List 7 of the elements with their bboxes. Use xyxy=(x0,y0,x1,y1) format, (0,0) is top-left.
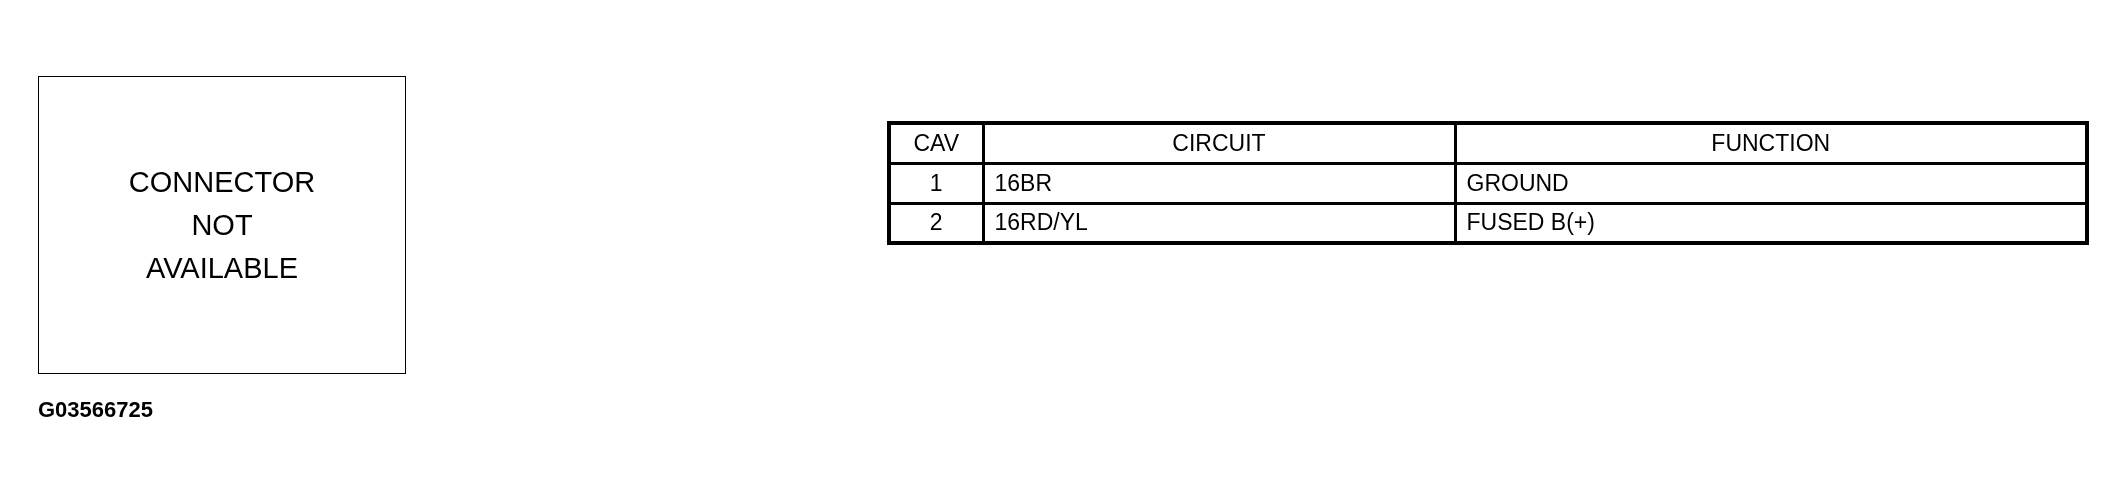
connector-box xyxy=(38,76,406,374)
table-cell: 1 xyxy=(889,163,983,203)
column-header: CIRCUIT xyxy=(983,123,1455,163)
column-header: CAV xyxy=(889,123,983,163)
figure-code: G03566725 xyxy=(38,397,153,423)
box-text: CONNECTOR NOT AVAILABLE xyxy=(127,164,317,286)
table-cell: 16BR xyxy=(983,163,1455,203)
